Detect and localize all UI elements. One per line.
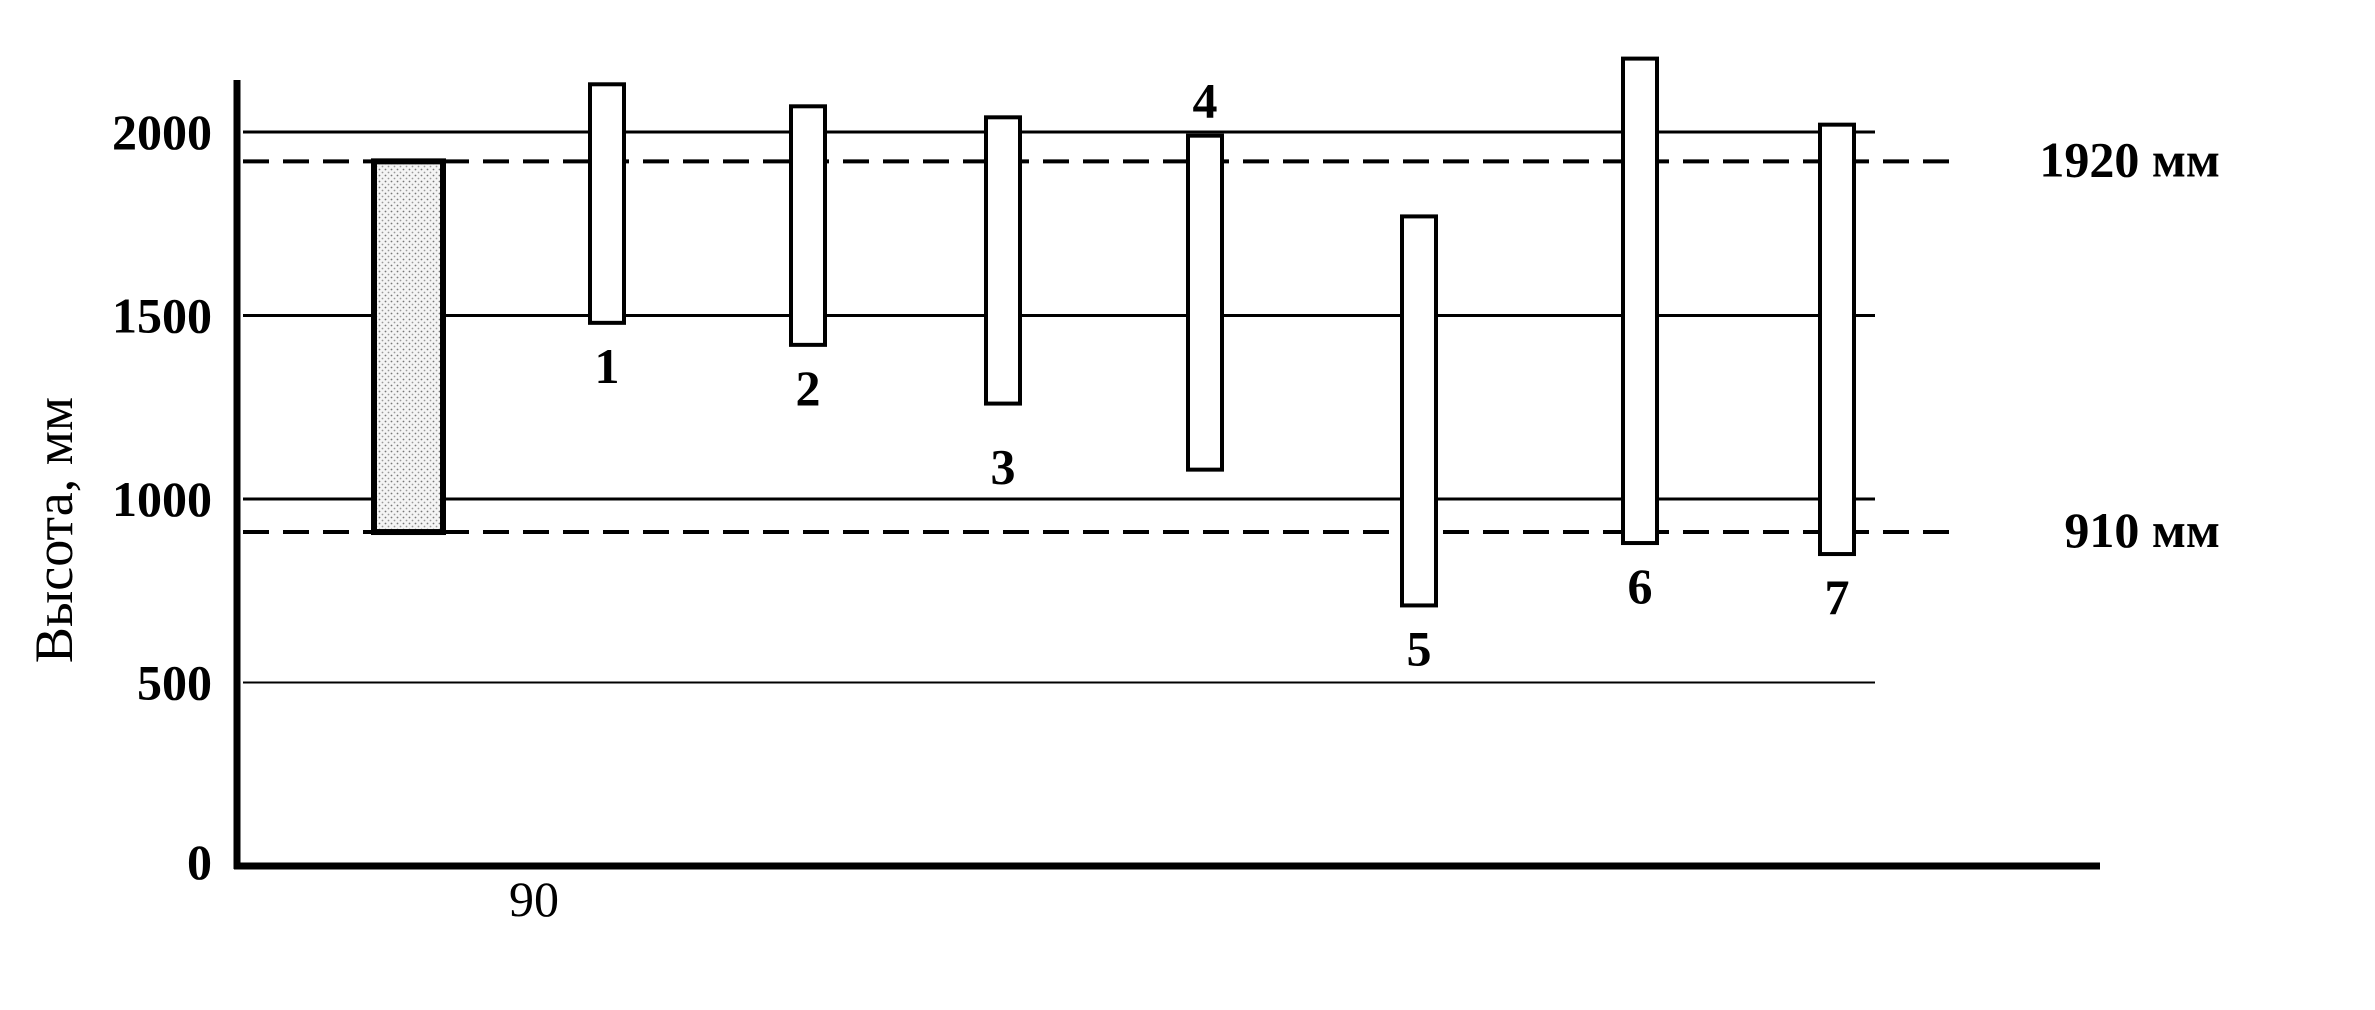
y-tick-label-2000: 2000 bbox=[112, 104, 212, 160]
x-annotation: 90 bbox=[509, 871, 559, 927]
reference-label-910: 910 мм bbox=[2064, 502, 2220, 558]
range-bar-5 bbox=[1400, 214, 1438, 608]
range-bar-2 bbox=[789, 104, 827, 347]
bar-label-5: 5 bbox=[1407, 620, 1432, 676]
y-tick-label-0: 0 bbox=[187, 834, 212, 890]
range-bar-7 bbox=[1818, 122, 1856, 557]
reference-lines bbox=[243, 159, 1950, 535]
range-bar-4 bbox=[1186, 133, 1224, 472]
bar-label-3: 3 bbox=[991, 439, 1016, 495]
gridlines bbox=[243, 130, 1875, 684]
reference-label-1920: 1920 мм bbox=[2039, 131, 2220, 187]
bar-label-7: 7 bbox=[1825, 569, 1850, 625]
axes bbox=[233, 80, 2100, 870]
reference-range-bar bbox=[371, 158, 446, 536]
y-tick-label-500: 500 bbox=[137, 655, 212, 711]
labels: 1920 мм 910 мм 1 2 3 4 5 6 7 0 500 1000 1500 2000Высо… bbox=[24, 73, 2220, 927]
bar-label-6: 6 bbox=[1628, 558, 1653, 614]
y-tick-label-1500: 1500 bbox=[112, 288, 212, 344]
y-tick-label-1000: 1000 bbox=[112, 471, 212, 527]
bars bbox=[371, 56, 1856, 608]
bar-label-4: 4 bbox=[1193, 73, 1218, 129]
bar-label-2: 2 bbox=[796, 360, 821, 416]
bar-label-1: 1 bbox=[595, 338, 620, 394]
y-axis-title: Высота, мм bbox=[24, 397, 84, 663]
range-bar-1 bbox=[588, 82, 626, 325]
range-bar-6 bbox=[1621, 56, 1659, 546]
range-bar-3 bbox=[984, 115, 1022, 406]
